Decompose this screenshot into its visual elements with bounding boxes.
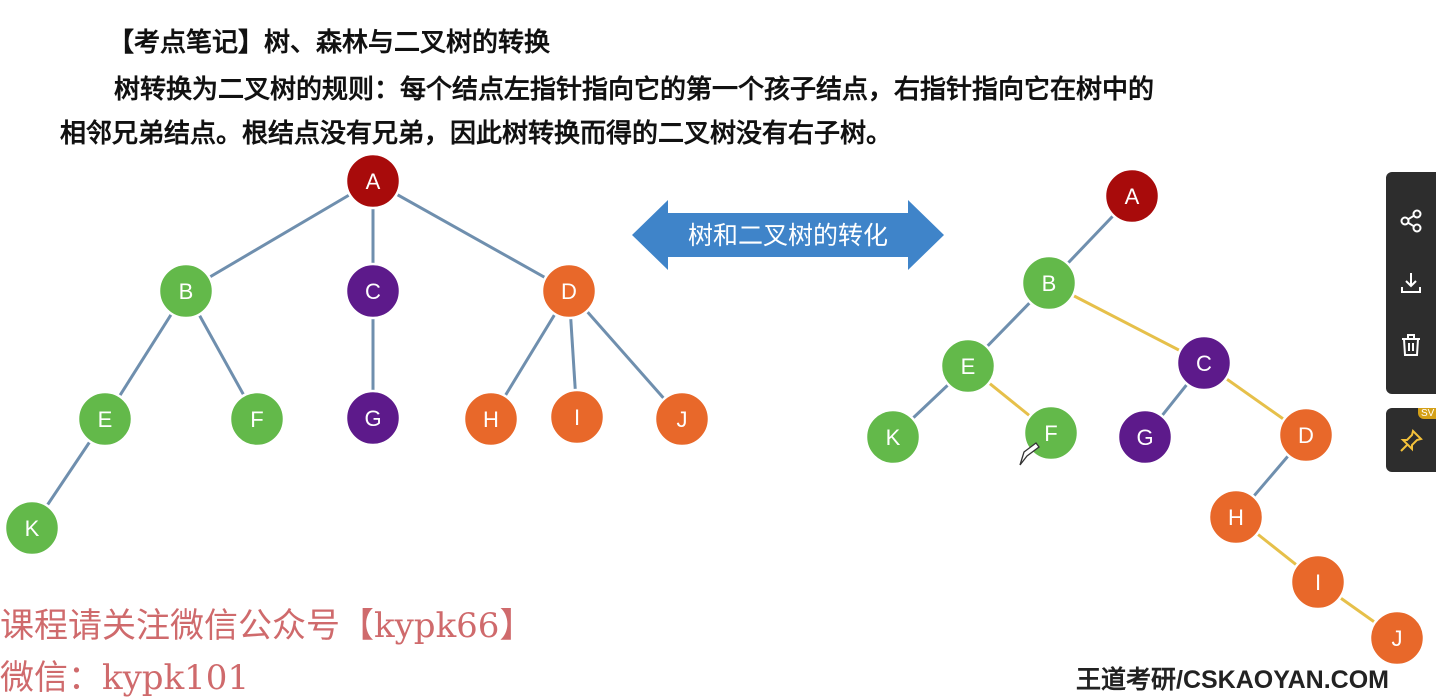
watermark-line-2: 微信：kypk101 (0, 658, 250, 698)
pin-icon (1400, 429, 1423, 452)
watermark-line-1: 课程请关注微信公众号【kypk66】 (0, 606, 534, 646)
right-node-label: K (886, 425, 901, 450)
right-node-label: C (1196, 351, 1212, 376)
right-node-b: B (1020, 254, 1078, 312)
left-node-f: F (228, 390, 286, 448)
left-node-label: D (561, 279, 577, 304)
left-node-circle (157, 262, 215, 320)
left-node-label: C (365, 279, 381, 304)
left-node-label: H (483, 407, 499, 432)
left-node-circle (344, 152, 402, 210)
right-node-label: G (1136, 425, 1153, 450)
right-node-circle (939, 337, 997, 395)
left-edge-a-d (372, 179, 570, 293)
share-icon (1400, 209, 1422, 233)
right-node-circle (1207, 488, 1265, 546)
left-node-g: G (344, 389, 402, 447)
rule-line-2: 相邻兄弟结点。根结点没有兄弟，因此树转换而得的二叉树没有右子树。 (60, 119, 893, 149)
left-node-j: J (653, 390, 711, 448)
left-node-label: E (98, 407, 113, 432)
left-edge-a-b (185, 179, 374, 293)
right-node-c: C (1175, 334, 1233, 392)
pencil-cursor-icon (1019, 442, 1040, 466)
right-node-g: G (1116, 408, 1174, 466)
delete-button[interactable] (1386, 320, 1436, 370)
right-edge-b-c (1048, 281, 1205, 365)
left-node-circle (344, 389, 402, 447)
right-node-label: J (1392, 626, 1403, 651)
pin-icon-wrap (1386, 416, 1436, 466)
left-node-circle (344, 262, 402, 320)
right-node-circle (1289, 553, 1347, 611)
left-node-i: I (548, 388, 606, 446)
right-node-circle (1020, 254, 1078, 312)
left-node-label: I (574, 405, 580, 430)
left-node-label: F (250, 407, 263, 432)
left-node-label: B (179, 279, 194, 304)
arrow-label: 树和二叉树的转化 (688, 221, 888, 250)
right-node-label: D (1298, 423, 1314, 448)
left-node-a: A (344, 152, 402, 210)
left-node-circle (540, 262, 598, 320)
left-node-circle (653, 390, 711, 448)
right-node-k: K (864, 408, 922, 466)
trash-icon (1402, 334, 1420, 356)
right-node-circle (1368, 609, 1426, 667)
right-node-d: D (1277, 406, 1335, 464)
download-icon (1401, 273, 1421, 293)
right-node-label: I (1315, 570, 1321, 595)
left-node-circle (3, 499, 61, 557)
rule-line-1: 树转换为二叉树的规则：每个结点左指针指向它的第一个孩子结点，右指针指向它在树中的 (114, 75, 1155, 105)
right-node-j: J (1368, 609, 1426, 667)
left-node-label: G (364, 406, 381, 431)
left-node-label: A (366, 169, 381, 194)
right-node-circle (1175, 334, 1233, 392)
left-node-c: C (344, 262, 402, 320)
double-arrow-shape (632, 200, 944, 270)
brand-footer: 王道考研/CSKAOYAN.COM (1076, 666, 1389, 694)
right-node-h: H (1207, 488, 1265, 546)
share-button[interactable] (1386, 196, 1436, 246)
right-node-label: F (1044, 421, 1057, 446)
download-button[interactable] (1386, 258, 1436, 308)
rule-paragraph: 树转换为二叉树的规则：每个结点左指针指向它的第一个孩子结点，右指针指向它在树中的… (60, 68, 1310, 156)
left-node-label: K (25, 516, 40, 541)
right-node-i: I (1289, 553, 1347, 611)
right-node-label: A (1125, 184, 1140, 209)
left-node-label: J (677, 407, 688, 432)
conversion-arrow: 树和二叉树的转化 (632, 200, 944, 270)
right-node-label: E (961, 354, 976, 379)
right-node-circle (1103, 167, 1161, 225)
left-node-h: H (462, 390, 520, 448)
side-toolbar (1386, 172, 1436, 394)
left-node-e: E (76, 390, 134, 448)
left-node-circle (228, 390, 286, 448)
right-node-e: E (939, 337, 997, 395)
left-node-d: D (540, 262, 598, 320)
left-node-circle (76, 390, 134, 448)
left-node-circle (462, 390, 520, 448)
right-node-circle (864, 408, 922, 466)
right-node-a: A (1103, 167, 1161, 225)
right-node-circle (1277, 406, 1335, 464)
right-node-circle (1116, 408, 1174, 466)
svip-badge: SV (1418, 408, 1436, 419)
left-node-circle (548, 388, 606, 446)
right-node-label: B (1042, 271, 1057, 296)
right-node-label: H (1228, 505, 1244, 530)
left-node-k: K (3, 499, 61, 557)
left-node-b: B (157, 262, 215, 320)
page-title: 【考点笔记】树、森林与二叉树的转换 (108, 28, 551, 58)
left-edge-d-j (567, 290, 684, 420)
